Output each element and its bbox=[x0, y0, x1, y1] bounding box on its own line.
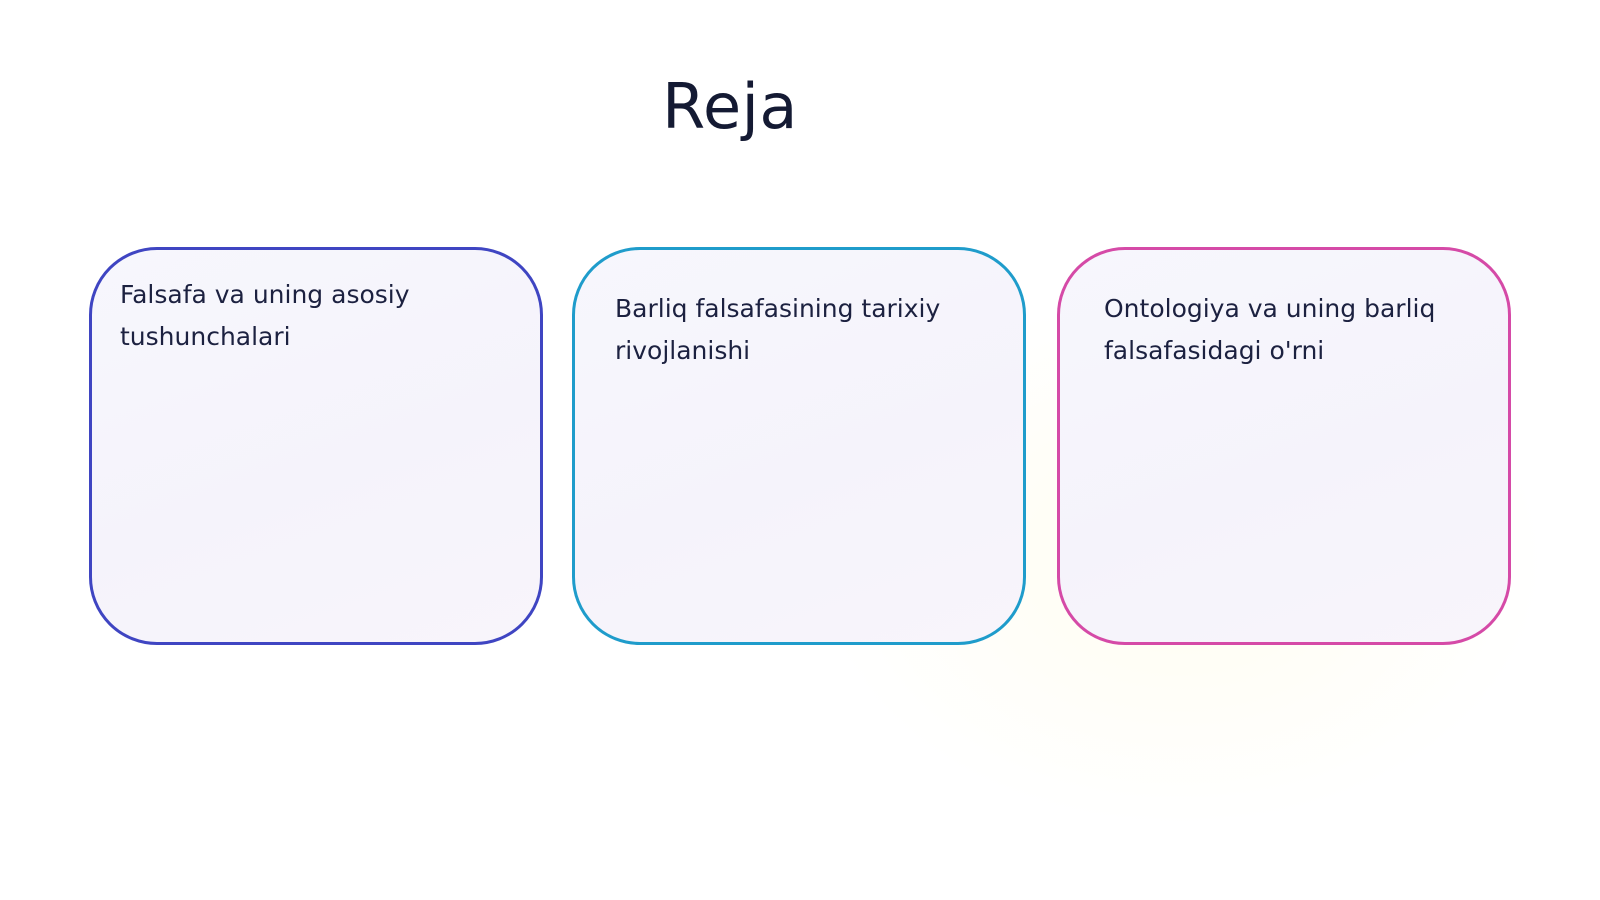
plan-card-1: Falsafa va uning asosiy tushunchalari bbox=[89, 247, 543, 645]
plan-card-2: Barliq falsafasining tarixiy rivojlanish… bbox=[572, 247, 1026, 645]
plan-card-3-text: Ontologiya va uning barliq falsafasidagi… bbox=[1104, 294, 1436, 365]
plan-card-2-text: Barliq falsafasining tarixiy rivojlanish… bbox=[615, 294, 941, 365]
plan-card-3: Ontologiya va uning barliq falsafasidagi… bbox=[1057, 247, 1511, 645]
slide-title: Reja bbox=[662, 70, 798, 143]
plan-card-1-text: Falsafa va uning asosiy tushunchalari bbox=[120, 280, 410, 351]
